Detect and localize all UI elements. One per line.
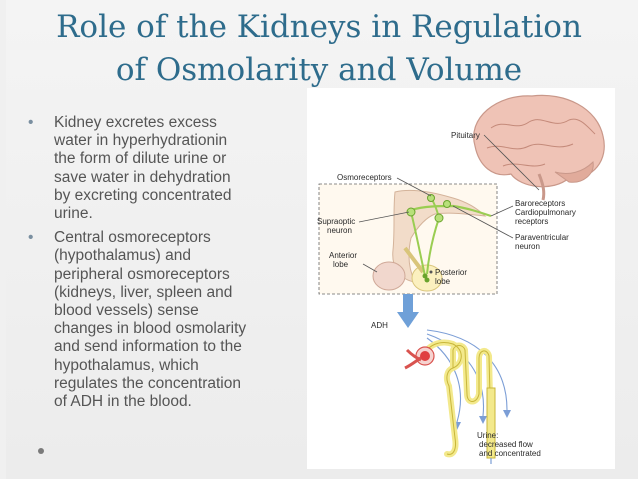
bullet-item: • Central osmoreceptors (hypothalamus) a… [28, 229, 318, 411]
bullet-dot-icon: • [28, 229, 34, 247]
label-paraventricular: Paraventricular [515, 233, 569, 242]
label-anterior: Anterior [329, 251, 357, 260]
empty-bullet-icon [38, 448, 44, 454]
bullet-item: • Kidney excretes excess water in hyperh… [28, 114, 318, 223]
label-receptors: receptors [515, 217, 548, 226]
bullet-dot-icon: • [28, 114, 34, 131]
label-posterior-lobe: lobe [435, 277, 451, 286]
label-anterior-lobe: lobe [333, 260, 349, 269]
brain-illustration [473, 94, 605, 201]
label-urine-line-3: and concentrated [479, 449, 541, 458]
label-supraoptic: Supraoptic [317, 217, 355, 226]
bullet-text: Central osmoreceptors (hypothalamus) and… [54, 229, 247, 411]
nephron-illustration [404, 339, 496, 459]
label-urine-line-2: decreased flow [479, 440, 533, 449]
label-osmoreceptors: Osmoreceptors [337, 173, 392, 182]
leader-pituitary [483, 134, 540, 191]
down-arrow-icon [397, 294, 419, 328]
label-adh: ADH [371, 321, 388, 330]
kidney-regulation-figure: Pituitary Osmoreceptors Supraoptic neuro [307, 88, 615, 469]
title-line-1: Role of the Kidneys in Regulation [56, 9, 582, 45]
figure-svg: Pituitary Osmoreceptors Supraoptic neuro [317, 94, 605, 464]
slide-title: Role of the Kidneys in Regulation of Osm… [0, 6, 638, 92]
label-posterior: Posterior [435, 268, 467, 277]
label-paraventricular-neuron: neuron [515, 242, 540, 251]
bullet-text: Kidney excretes excess water in hyperhyd… [54, 114, 232, 223]
label-cardiopulmonary: Cardiopulmonary [515, 208, 576, 217]
label-supraoptic-neuron: neuron [327, 226, 352, 235]
left-accent-bar [0, 0, 6, 479]
label-baroreceptors: Baroreceptors [515, 199, 565, 208]
bullet-list: • Kidney excretes excess water in hyperh… [28, 114, 318, 417]
title-line-2: of Osmolarity and Volume [115, 52, 523, 88]
label-pituitary: Pituitary [451, 131, 480, 140]
label-urine: Urine: [477, 431, 498, 440]
